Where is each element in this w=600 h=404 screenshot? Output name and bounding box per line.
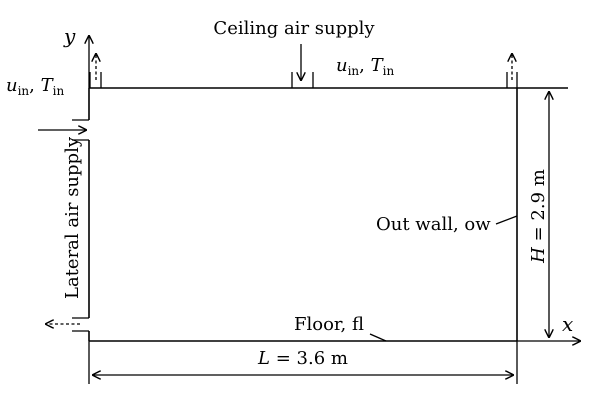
out-wall-label: Out wall, ow <box>376 214 491 235</box>
length-label: L = 3.6 m <box>257 348 348 369</box>
ceiling-supply-inlet: Ceiling air supply <box>213 18 375 88</box>
ceiling-inlet-condition: uin, Tin <box>336 55 394 78</box>
floor-leader <box>369 333 387 342</box>
length-dimension: L = 3.6 m <box>88 341 518 384</box>
out-wall-leader <box>495 215 518 225</box>
floor-annotation: Floor, fl <box>294 314 387 342</box>
y-axis: y <box>63 24 89 88</box>
ceiling-outlet-right <box>506 54 518 88</box>
floor-label: Floor, fl <box>294 314 364 335</box>
out-wall-annotation: Out wall, ow <box>376 214 518 235</box>
lateral-inlet-condition: uin, Tin <box>6 75 64 98</box>
height-dimension: H = 2.9 m <box>528 92 549 337</box>
x-axis: x <box>517 312 580 341</box>
y-axis-label: y <box>63 24 76 48</box>
height-label: H = 2.9 m <box>528 169 549 264</box>
x-axis-label: x <box>562 312 573 336</box>
ceiling-supply-label: Ceiling air supply <box>213 18 375 39</box>
lateral-supply-inlet: uin, Tin <box>6 75 89 141</box>
lateral-supply-label: Lateral air supply <box>62 136 83 299</box>
ceiling-outlet-left <box>89 54 102 88</box>
lateral-outlet <box>46 317 89 332</box>
room-outline <box>88 87 568 342</box>
